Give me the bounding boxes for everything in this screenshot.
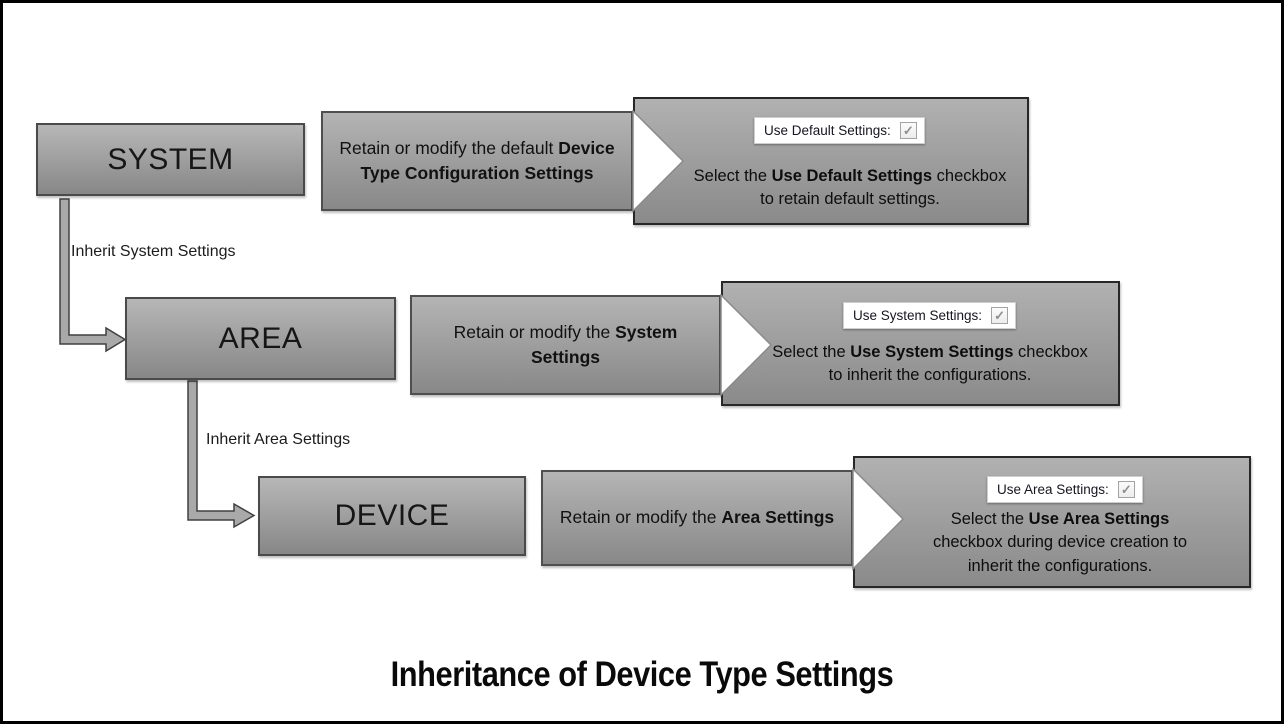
use-default-settings-label: Use Default Settings: xyxy=(764,123,891,138)
retain-bold-text: Area Settings xyxy=(721,507,835,528)
retain-text-system: Retain or modify the default Device Type… xyxy=(323,136,631,187)
instruction-prefix: Select the xyxy=(693,167,772,185)
use-area-settings-label: Use Area Settings: xyxy=(997,482,1109,497)
retain-bold-text: Device Type Configuration Settings xyxy=(360,137,615,183)
instruction-bold: Use Area Settings xyxy=(1028,510,1170,528)
chevron-right-icon xyxy=(720,294,773,397)
use-area-settings-checkbox-row: Use Area Settings: ✓ xyxy=(987,476,1143,503)
instruction-bold: Use Default Settings xyxy=(771,167,933,185)
system-box: SYSTEM xyxy=(36,123,305,196)
retain-text-area: Retain or modify the System Settings xyxy=(412,320,719,371)
use-default-settings-checkbox-row: Use Default Settings: ✓ xyxy=(754,117,925,144)
area-box-label: AREA xyxy=(218,321,303,355)
retain-text-device: Retain or modify the Area Settings xyxy=(543,505,851,530)
instruction-prefix: Select the xyxy=(772,343,851,361)
detail-panel-area xyxy=(721,281,1120,406)
use-system-settings-checkbox-row: Use System Settings: ✓ xyxy=(843,302,1017,329)
retain-box-area: Retain or modify the System Settings xyxy=(410,295,721,395)
checkmark-icon: ✓ xyxy=(994,308,1006,323)
retain-regular-text: Retain or modify the default xyxy=(339,137,559,158)
chevron-right-icon xyxy=(852,468,905,571)
retain-box-device: Retain or modify the Area Settings xyxy=(541,470,853,566)
retain-regular-text: Retain or modify the xyxy=(559,507,722,528)
retain-regular-text: Retain or modify the xyxy=(453,321,616,342)
checkmark-icon: ✓ xyxy=(902,123,914,138)
system-box-label: SYSTEM xyxy=(107,142,234,176)
use-default-settings-checkbox[interactable]: ✓ xyxy=(899,122,917,139)
inherit-area-settings-label: Inherit Area Settings xyxy=(206,431,351,448)
instruction-text-area: Select the Use System Settings checkbox … xyxy=(765,341,1095,388)
inherit-system-settings-label: Inherit System Settings xyxy=(71,243,236,260)
instruction-text-system: Select the Use Default Settings checkbox… xyxy=(685,165,1015,212)
device-box-label: DEVICE xyxy=(334,499,450,532)
use-system-settings-label: Use System Settings: xyxy=(853,308,983,323)
chevron-right-icon xyxy=(632,110,685,213)
retain-box-system: Retain or modify the default Device Type… xyxy=(321,111,633,211)
instruction-suffix: checkbox to retain default settings. xyxy=(760,167,1007,209)
instruction-suffix: checkbox to inherit the configurations. xyxy=(828,343,1088,385)
instruction-suffix: checkbox during device creation to inher… xyxy=(932,533,1188,575)
device-box: DEVICE xyxy=(258,476,526,556)
instruction-text-device: Select the Use Area Settings checkbox du… xyxy=(915,508,1205,578)
area-box: AREA xyxy=(125,297,396,380)
diagram-title: Inheritance of Device Type Settings xyxy=(390,655,894,694)
instruction-prefix: Select the xyxy=(950,510,1029,528)
retain-bold-text: System Settings xyxy=(530,321,678,367)
system-to-area-arrow xyxy=(59,198,127,353)
use-system-settings-checkbox[interactable]: ✓ xyxy=(991,307,1009,324)
instruction-bold: Use System Settings xyxy=(850,343,1014,361)
area-to-device-arrow xyxy=(187,380,256,529)
use-area-settings-checkbox[interactable]: ✓ xyxy=(1117,481,1135,498)
checkmark-icon: ✓ xyxy=(1120,482,1132,497)
